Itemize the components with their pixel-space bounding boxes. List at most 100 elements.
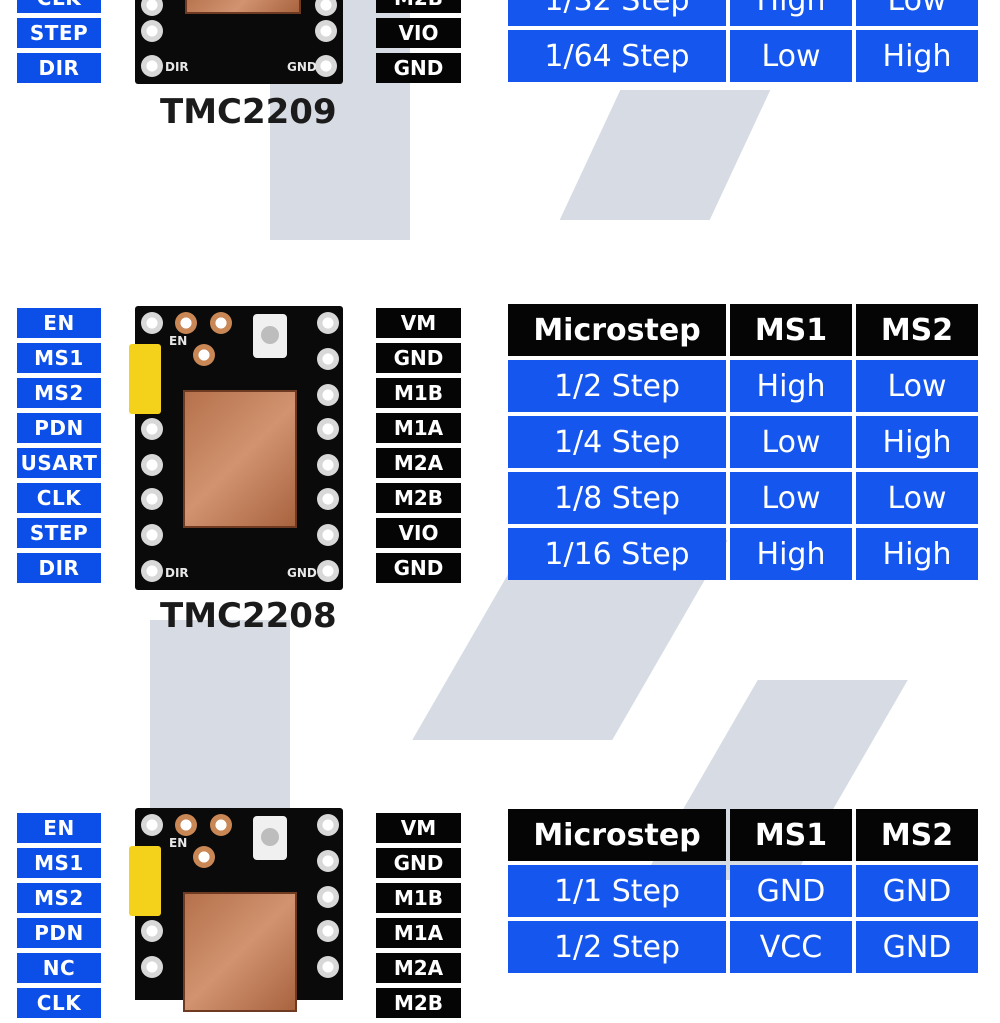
table-cell: Low xyxy=(730,472,852,524)
table-row: 1/2 Step VCC GND xyxy=(508,921,978,973)
pin-label: MS1 xyxy=(17,848,101,878)
chip-name-tmc2208: TMC2208 xyxy=(160,596,337,636)
pin-hole xyxy=(317,524,339,546)
pin-hole xyxy=(175,312,197,334)
pin-label: GND xyxy=(376,53,461,83)
table-header: Microstep xyxy=(508,304,726,356)
pin-hole xyxy=(317,384,339,406)
bottom-left-pin-list: EN MS1 MS2 PDN NC CLK xyxy=(17,813,101,1023)
table-row: 1/16 Step High High xyxy=(508,528,978,580)
pin-hole xyxy=(141,488,163,510)
pin-hole xyxy=(193,846,215,868)
pin-hole xyxy=(141,454,163,476)
pin-hole xyxy=(141,956,163,978)
board-label-dir: DIR xyxy=(165,566,189,580)
pin-label: EN xyxy=(17,308,101,338)
table-cell: High xyxy=(856,30,978,82)
pin-label: USART xyxy=(17,448,101,478)
pin-hole xyxy=(141,55,163,77)
table-header: MS1 xyxy=(730,304,852,356)
pin-hole xyxy=(141,20,163,42)
pin-hole xyxy=(317,488,339,510)
table-cell: 1/64 Step xyxy=(508,30,726,82)
chip-name-tmc2209: TMC2209 xyxy=(160,92,337,132)
table-header-row: Microstep MS1 MS2 xyxy=(508,304,978,356)
pin-label: GND xyxy=(376,343,461,373)
pin-hole xyxy=(317,560,339,582)
pin-label: VIO xyxy=(376,18,461,48)
bottom-driver-board: EN xyxy=(129,808,343,1012)
pin-hole xyxy=(317,348,339,370)
top-right-pin-list: M2B VIO GND xyxy=(376,0,461,88)
table-header: Microstep xyxy=(508,809,726,861)
pin-label: CLK xyxy=(17,0,101,13)
pin-label: M1B xyxy=(376,378,461,408)
middle-microstep-table: Microstep MS1 MS2 1/2 Step High Low 1/4 … xyxy=(504,300,982,584)
table-cell: Low xyxy=(730,30,852,82)
table-cell: 1/32 Step xyxy=(508,0,726,26)
table-cell: GND xyxy=(730,865,852,917)
table-cell: High xyxy=(856,528,978,580)
pin-label: M2B xyxy=(376,483,461,513)
pin-label: CLK xyxy=(17,988,101,1018)
pin-hole xyxy=(315,55,337,77)
pin-label: M2A xyxy=(376,448,461,478)
copper-pad xyxy=(185,0,301,14)
jumper-connector xyxy=(129,846,161,916)
table-row: 1/4 Step Low High xyxy=(508,416,978,468)
table-cell: High xyxy=(856,416,978,468)
board-label-en: EN xyxy=(169,334,188,348)
bottom-right-pin-list: VM GND M1B M1A M2A M2B xyxy=(376,813,461,1023)
table-cell: 1/1 Step xyxy=(508,865,726,917)
table-header-row: Microstep MS1 MS2 xyxy=(508,809,978,861)
pin-hole xyxy=(317,814,339,836)
board-label-en: EN xyxy=(169,836,188,850)
table-cell: VCC xyxy=(730,921,852,973)
pin-label: MS1 xyxy=(17,343,101,373)
potentiometer xyxy=(253,816,287,860)
top-left-pin-list: CLK STEP DIR xyxy=(17,0,101,88)
pin-label: DIR xyxy=(17,553,101,583)
pin-label: STEP xyxy=(17,18,101,48)
table-header: MS1 xyxy=(730,809,852,861)
table-cell: GND xyxy=(856,865,978,917)
pin-hole xyxy=(141,524,163,546)
pin-hole xyxy=(317,312,339,334)
table-cell: 1/2 Step xyxy=(508,360,726,412)
pin-label: M2B xyxy=(376,988,461,1018)
table-row: 1/2 Step High Low xyxy=(508,360,978,412)
pin-hole xyxy=(193,344,215,366)
table-cell: 1/4 Step xyxy=(508,416,726,468)
pin-hole xyxy=(141,418,163,440)
pin-hole xyxy=(141,814,163,836)
pin-hole xyxy=(317,920,339,942)
table-cell: High xyxy=(730,0,852,26)
board-label-dir: DIR xyxy=(165,60,189,74)
pin-hole xyxy=(210,312,232,334)
pin-label: VM xyxy=(376,308,461,338)
potentiometer xyxy=(253,314,287,358)
pin-label: EN xyxy=(17,813,101,843)
pin-hole xyxy=(317,454,339,476)
pin-label: CLK xyxy=(17,483,101,513)
top-microstep-table: 1/32 Step High Low 1/64 Step Low High xyxy=(504,0,982,86)
middle-left-pin-list: EN MS1 MS2 PDN USART CLK STEP DIR xyxy=(17,308,101,588)
pin-hole xyxy=(141,312,163,334)
bottom-microstep-table: Microstep MS1 MS2 1/1 Step GND GND 1/2 S… xyxy=(504,805,982,977)
pin-label: DIR xyxy=(17,53,101,83)
pin-hole xyxy=(315,0,337,16)
pin-label: VIO xyxy=(376,518,461,548)
pin-hole xyxy=(317,956,339,978)
top-driver-board: DIR GND xyxy=(135,0,343,84)
pin-hole xyxy=(175,814,197,836)
table-row: 1/64 Step Low High xyxy=(508,30,978,82)
pin-label: M2A xyxy=(376,953,461,983)
jumper-connector xyxy=(129,344,161,414)
pin-hole xyxy=(141,560,163,582)
watermark-bar-2 xyxy=(559,90,771,220)
table-cell: Low xyxy=(856,472,978,524)
pin-label: M1B xyxy=(376,883,461,913)
table-cell: Low xyxy=(856,360,978,412)
table-cell: 1/16 Step xyxy=(508,528,726,580)
table-row: 1/8 Step Low Low xyxy=(508,472,978,524)
